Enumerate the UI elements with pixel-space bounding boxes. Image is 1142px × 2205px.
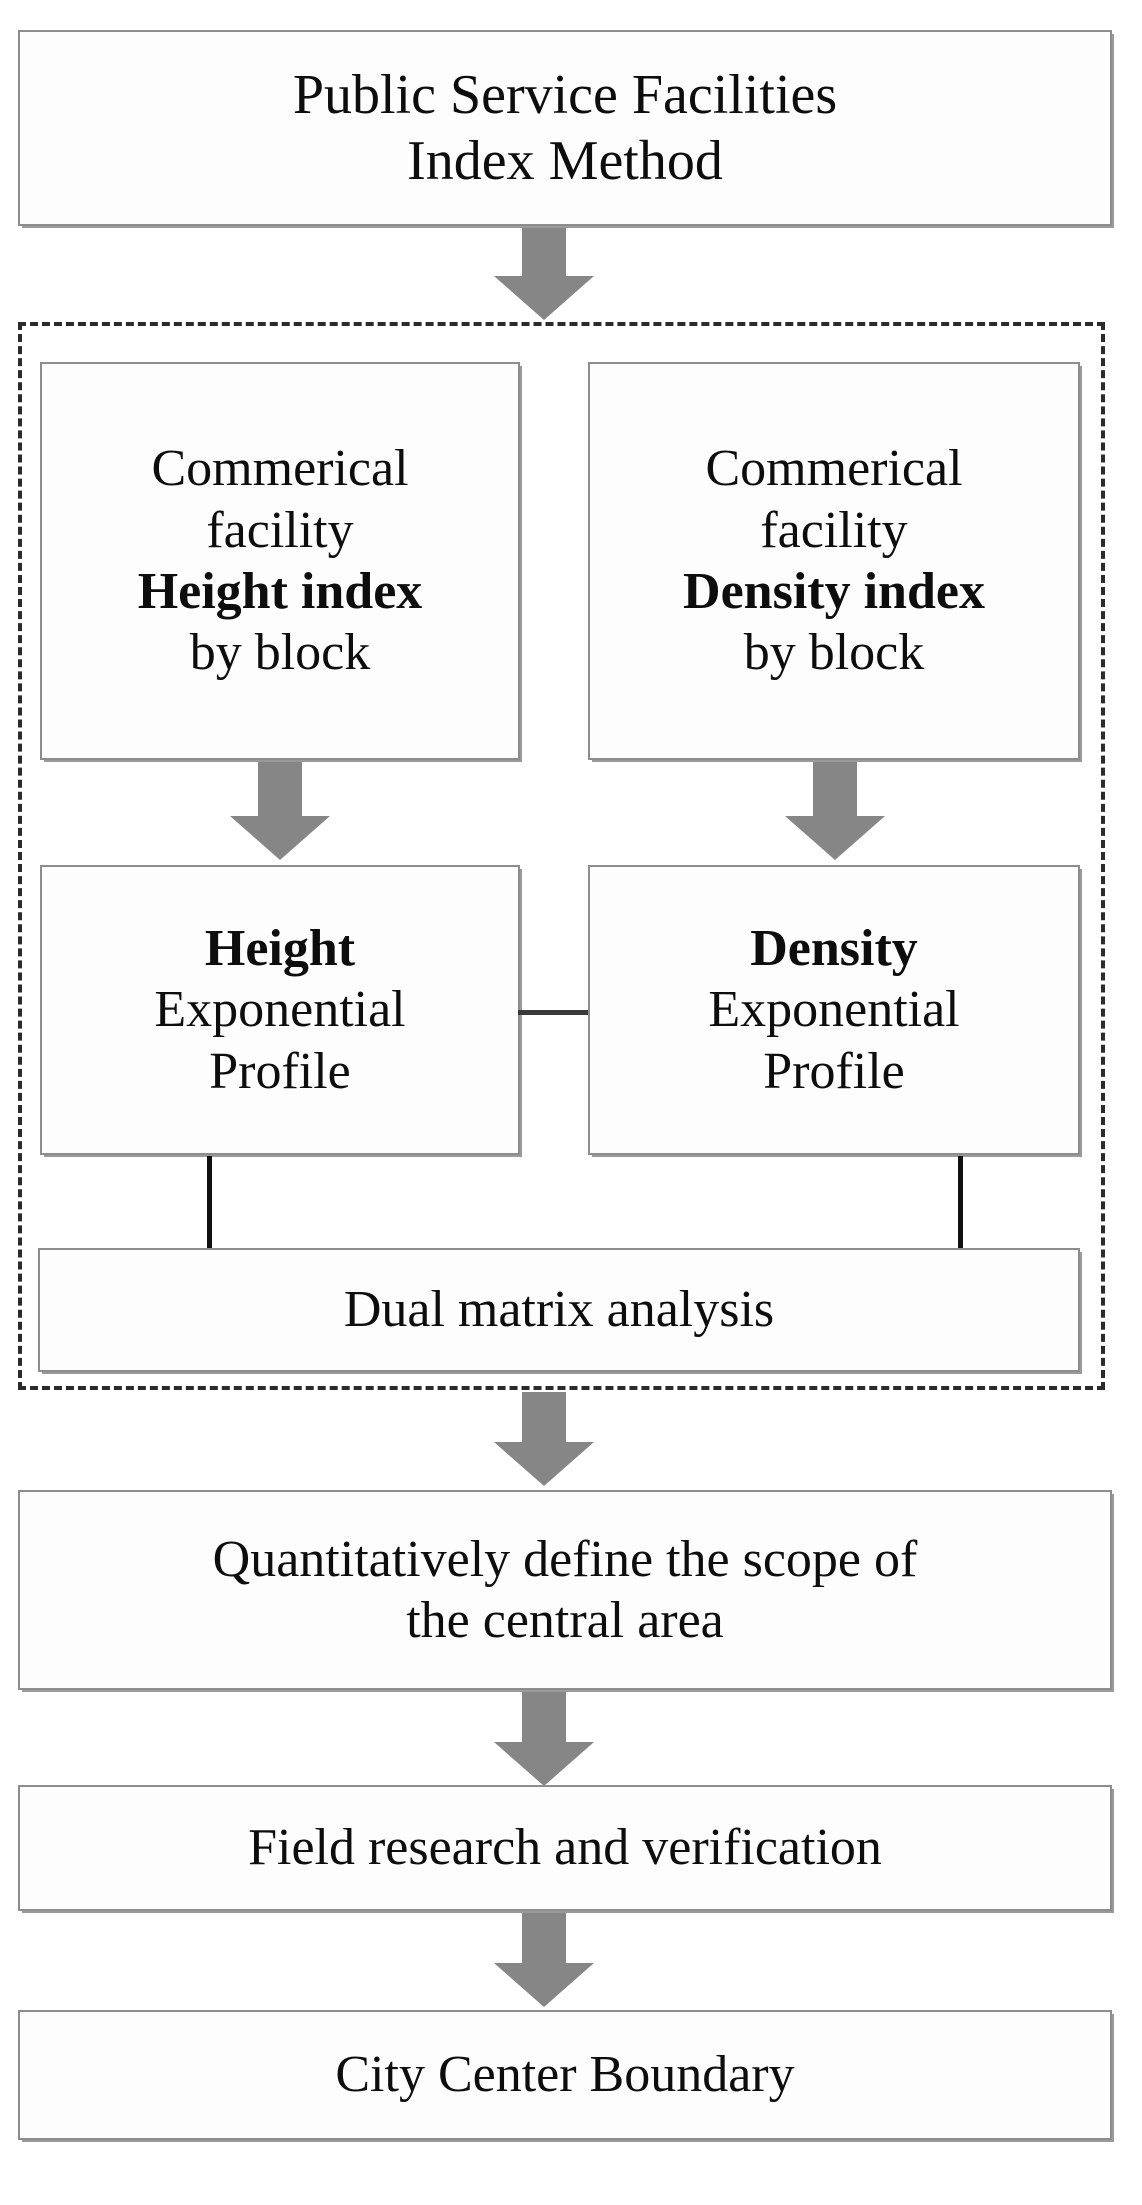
node-line: Profile	[763, 1042, 905, 1100]
node-line: Field research and verification	[248, 1819, 882, 1877]
node-dual-matrix-analysis: Dual matrix analysis	[38, 1248, 1080, 1372]
arrow-scope-to-field-research	[494, 1692, 594, 1788]
arrow-density-index-to-profile	[785, 762, 885, 862]
dashed-group-container	[18, 322, 1105, 1390]
node-line: Dual matrix analysis	[343, 1281, 775, 1339]
node-line-emphasis: Density	[750, 919, 918, 977]
node-line-emphasis: Density index	[683, 563, 985, 620]
node-line: Profile	[209, 1042, 351, 1100]
connector-density-profile-to-dual-matrix	[958, 1156, 963, 1250]
node-line: by block	[743, 624, 925, 682]
node-density-exponential-profile: Density Exponential Profile	[588, 865, 1080, 1155]
node-city-center-boundary: City Center Boundary	[18, 2010, 1112, 2140]
node-line: by block	[189, 624, 371, 682]
connector-height-profile-to-dual-matrix	[207, 1156, 212, 1250]
connector-height-density-profiles	[518, 1010, 592, 1015]
node-line: City Center Boundary	[335, 2046, 795, 2104]
node-line: the central area	[406, 1592, 724, 1649]
node-line: Exponential	[708, 981, 960, 1039]
node-line: facility	[206, 501, 354, 559]
node-line: Public Service Facilities	[292, 63, 838, 126]
arrow-group-to-scope	[494, 1392, 594, 1488]
node-commerical-facility-height-index-by-block: Commerical facility Height index by bloc…	[40, 362, 520, 760]
node-line: Index Method	[407, 130, 723, 192]
arrow-title-to-group	[494, 228, 594, 320]
node-line: Commerical	[705, 440, 963, 498]
node-line-emphasis: Height	[204, 919, 356, 977]
node-line-emphasis: Height index	[137, 563, 423, 620]
arrow-field-research-to-city-center	[494, 1913, 594, 2009]
node-quantitatively-define-scope: Quantitatively define the scope of the c…	[18, 1490, 1112, 1690]
node-field-research-and-verification: Field research and verification	[18, 1785, 1112, 1911]
arrow-height-index-to-profile	[230, 762, 330, 862]
node-commerical-facility-density-index-by-block: Commerical facility Density index by blo…	[588, 362, 1080, 760]
node-public-service-facilities-index-method: Public Service Facilities Index Method	[18, 30, 1112, 226]
node-line: Commerical	[151, 440, 409, 498]
node-line: Exponential	[154, 981, 406, 1039]
node-line: Quantitatively define the scope of	[212, 1530, 918, 1588]
node-height-exponential-profile: Height Exponential Profile	[40, 865, 520, 1155]
node-line: facility	[760, 501, 908, 559]
